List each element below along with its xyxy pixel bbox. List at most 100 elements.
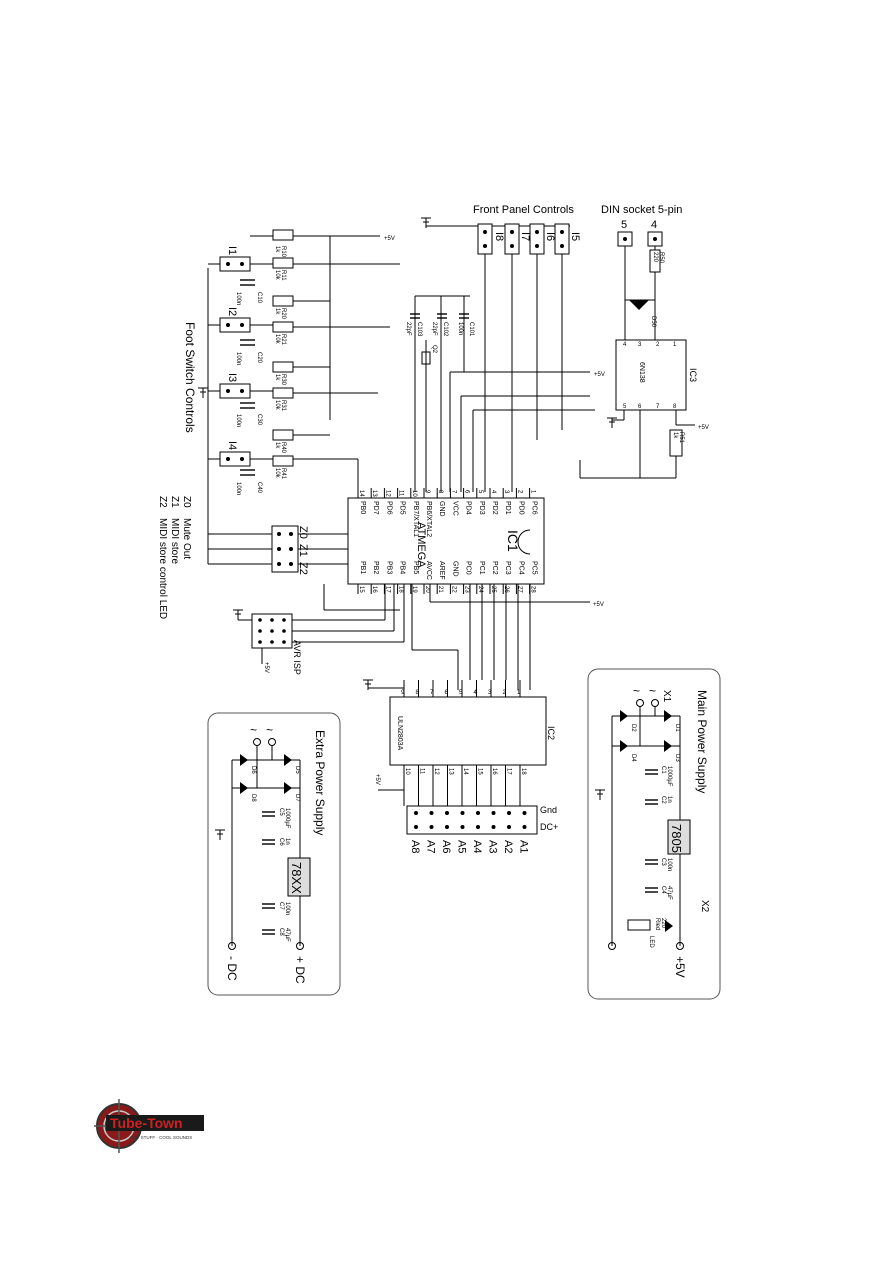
ic1-pin-number: 17: [384, 586, 390, 593]
ic1-name: ATMEGA: [415, 522, 427, 568]
svg-text:R31: R31: [280, 400, 286, 412]
switch-i6-label: I6: [544, 232, 556, 241]
svg-text:~: ~: [649, 684, 656, 698]
svg-text:C4: C4: [660, 886, 666, 894]
ic1-pin-name: PC0: [465, 561, 472, 575]
connector-pin: [491, 825, 496, 829]
output-label: A1: [518, 840, 530, 853]
ic1-pin-name: PB1: [359, 561, 366, 574]
svg-text:C6: C6: [278, 838, 284, 846]
svg-text:R20: R20: [280, 308, 286, 320]
ic2-pin-number: 5: [459, 690, 463, 696]
z2-id: Z2: [157, 496, 168, 508]
svg-text:1k: 1k: [274, 246, 280, 253]
svg-text:+5V: +5V: [593, 602, 604, 608]
svg-text:X2: X2: [699, 900, 710, 913]
svg-text:1k: 1k: [274, 374, 280, 381]
ic1-pin-name: AVCC: [425, 561, 432, 580]
connector-pin: [522, 811, 527, 815]
ic2-pin-number: 16: [491, 768, 497, 775]
svg-text:1k: 1k: [672, 432, 678, 439]
front-panel-title: Front Panel Controls: [473, 204, 574, 216]
svg-text:~: ~: [250, 723, 257, 737]
foot-switch-block-4: I4 100n C40 R40 1k R41 10k: [208, 429, 359, 495]
z1-desc: MIDI store: [169, 518, 180, 565]
ic1-pin-name: PD2: [491, 501, 498, 515]
svg-text:1000µF: 1000µF: [284, 808, 290, 829]
ic1-atmega: IC1 ATMEGA 14PB013PD712PD611PD510PB7/XTA…: [347, 488, 545, 594]
svg-text:+5V: +5V: [594, 372, 605, 378]
switch-i2-label: I2: [226, 307, 238, 316]
connector-pin: [476, 825, 480, 829]
ic1-pin-name: PB6/XTAL2: [425, 501, 432, 537]
ic1-pin-name: PD0: [517, 501, 524, 515]
ic1-pin-number: 21: [437, 586, 443, 593]
ic1-pin-number: 15: [358, 586, 364, 593]
ic2-pin-number: 10: [404, 768, 410, 775]
ic2-pin-number: 17: [506, 768, 512, 775]
ic1-pin-name: PD4: [465, 501, 472, 515]
ic2-pin-number: 1: [517, 690, 521, 696]
svg-text:Z2: Z2: [297, 562, 309, 575]
ic1-pin-name: PD3: [478, 501, 485, 515]
ic1-pin-name: PD7: [372, 501, 379, 515]
ic1-pin-name: PC2: [491, 561, 498, 575]
ic2-name: ULN2803A: [396, 716, 403, 751]
svg-text:1k: 1k: [274, 442, 280, 449]
ic1-pin-number: 28: [530, 586, 536, 593]
svg-text:C30: C30: [256, 414, 262, 426]
foot-switch-block-3: I3 100n C30 R30 1k R31 10k: [208, 361, 378, 427]
connector-pin: [507, 811, 511, 815]
logo-tagline: HOT STUFF · COOL SOUNDS: [130, 1135, 192, 1140]
svg-text:47µF: 47µF: [666, 886, 672, 900]
svg-text:22pF: 22pF: [431, 322, 437, 336]
ic2-pin-number: 7: [430, 690, 434, 696]
connector-pin: [445, 811, 449, 815]
svg-text:1n: 1n: [284, 838, 290, 845]
din-socket-title: DIN socket 5-pin: [601, 204, 682, 216]
ic1-pin-name: PB5: [412, 561, 419, 574]
svg-text:100n: 100n: [457, 322, 463, 335]
ic2-ref: IC2: [546, 726, 556, 740]
ic1-pin-name: GND: [438, 501, 445, 517]
ic1-pin-number: 24: [477, 586, 483, 593]
z0-id: Z0: [181, 496, 192, 508]
connector-pin: [414, 825, 418, 829]
connector-pin: [429, 811, 434, 815]
svg-text:C40: C40: [256, 482, 262, 494]
ic1-pin-name: PC4: [517, 561, 524, 575]
output-label: A6: [440, 840, 452, 853]
switch-i4-label: I4: [226, 441, 238, 450]
ic1-pin-name: PD6: [385, 501, 392, 515]
minus-dc-label: - DC: [225, 956, 239, 981]
svg-text:D6: D6: [250, 766, 256, 774]
ic1-pin-number: 4: [490, 490, 496, 494]
switch-i7-label: I7: [519, 232, 531, 241]
svg-text:+5V: +5V: [374, 774, 380, 785]
ic1-pin-name: PC3: [504, 561, 511, 575]
z-connectors: Z0 Z1 Z2: [207, 470, 348, 575]
connector-pin: [429, 825, 434, 829]
ic1-right-routing: +5V: [323, 584, 604, 690]
extra-power-supply: Extra Power Supply ~ ~ D6 D5 D8 D7 C5 10…: [207, 712, 341, 996]
regulator-78xx: 78XX: [289, 862, 304, 894]
switch-i1-label: I1: [226, 246, 238, 255]
svg-text:220: 220: [660, 918, 666, 929]
svg-text:~: ~: [266, 723, 273, 737]
ic1-pin-number: 13: [371, 490, 377, 497]
ic3-name: 6N138: [638, 362, 645, 383]
ic1-pin-number: 3: [503, 490, 509, 494]
svg-text:100n: 100n: [235, 352, 241, 365]
foot-switch-block-1: I1 100n C10 R10 1k R11 10k: [208, 229, 400, 305]
ic1-pin-number: 1: [530, 490, 536, 494]
ic2-pin-number: 8: [416, 690, 420, 696]
din-pin-5: 5: [621, 219, 627, 231]
ic1-pin-name: PB2: [372, 561, 379, 574]
ic1-pin-name: PC1: [478, 561, 485, 575]
svg-text:100n: 100n: [235, 292, 241, 305]
ic1-pin-number: 12: [384, 490, 390, 497]
output-label: A7: [425, 840, 437, 853]
